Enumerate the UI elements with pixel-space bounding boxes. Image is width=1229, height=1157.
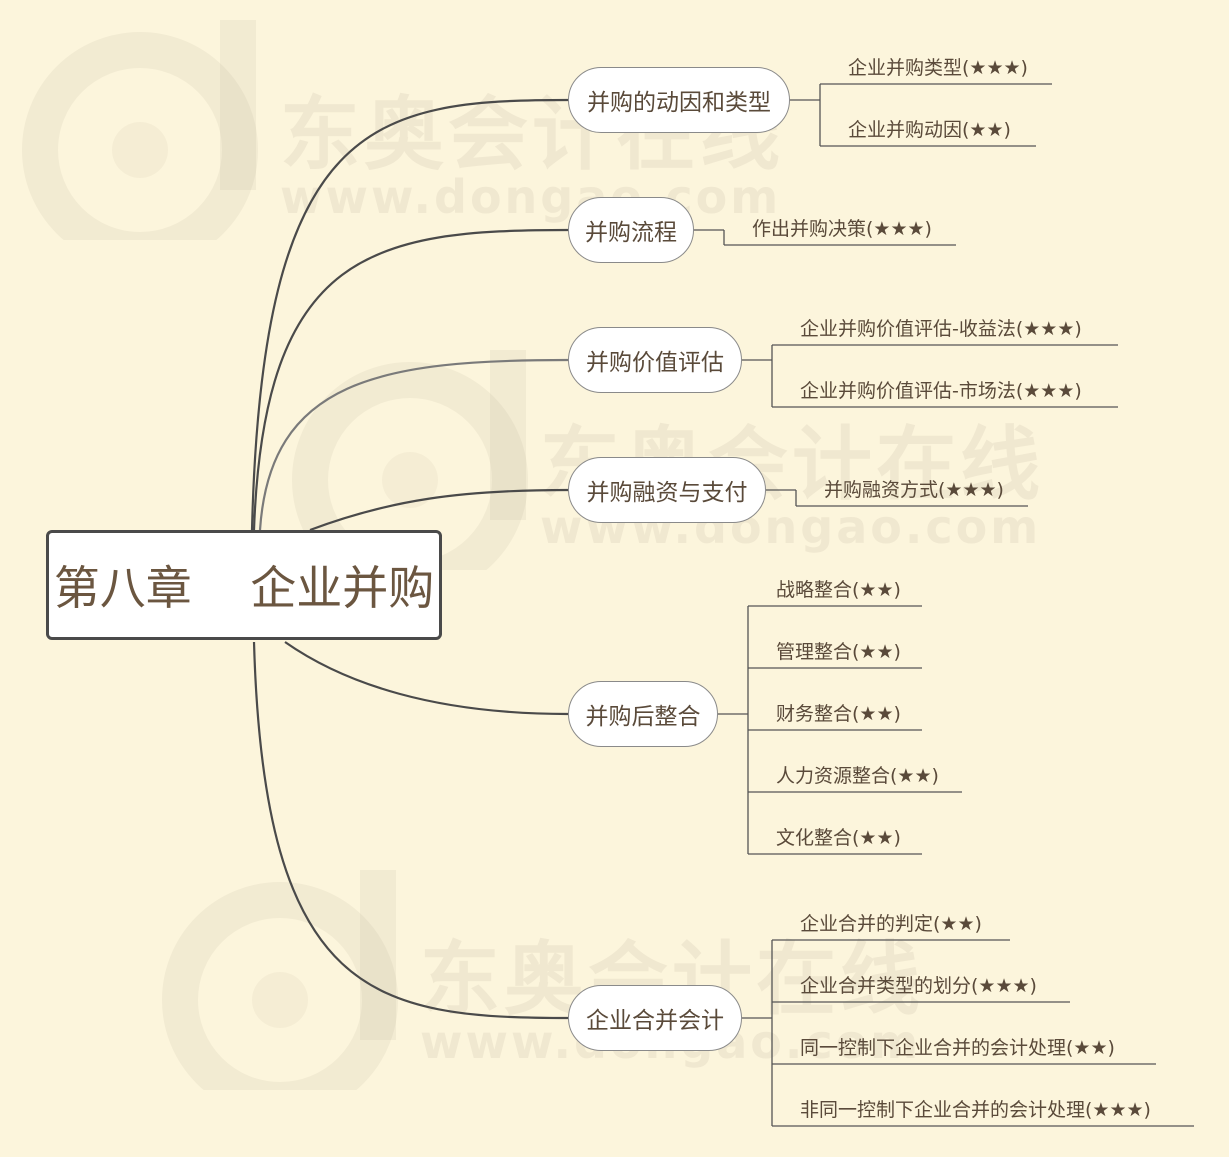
branch-topic: 企业合并会计 xyxy=(568,985,742,1051)
leaf-topic: 文化整合(★★) xyxy=(776,827,901,849)
leaf-topic: 企业并购动因(★★) xyxy=(848,119,1011,141)
leaf-topic: 同一控制下企业合并的会计处理(★★) xyxy=(800,1037,1115,1059)
leaf-topic: 企业并购价值评估-市场法(★★★) xyxy=(800,380,1082,402)
branch-topic: 并购流程 xyxy=(568,197,694,263)
root-topic: 第八章 企业并购 xyxy=(46,530,442,640)
leaf-topic: 企业合并的判定(★★) xyxy=(800,913,982,935)
branch-topic: 并购的动因和类型 xyxy=(568,67,790,133)
watermark-logo-3 xyxy=(162,870,398,1090)
watermark-logo-1 xyxy=(22,20,258,240)
leaf-topic: 管理整合(★★) xyxy=(776,641,901,663)
leaf-topic: 并购融资方式(★★★) xyxy=(824,479,1004,501)
branch-topic: 并购融资与支付 xyxy=(568,457,766,523)
leaf-topic: 财务整合(★★) xyxy=(776,703,901,725)
connector-line xyxy=(258,358,569,531)
leaf-topic: 作出并购决策(★★★) xyxy=(752,218,932,240)
leaf-topic: 企业并购价值评估-收益法(★★★) xyxy=(800,318,1082,340)
connector-line xyxy=(250,98,569,531)
connector-line xyxy=(284,641,569,716)
connector-line xyxy=(252,641,569,1020)
leaf-topic: 人力资源整合(★★) xyxy=(776,765,939,787)
leaf-topic: 企业并购类型(★★★) xyxy=(848,57,1028,79)
connector-line xyxy=(252,228,569,531)
branch-topic: 并购后整合 xyxy=(568,681,718,747)
branch-topic: 并购价值评估 xyxy=(568,327,742,393)
connector-line xyxy=(309,488,569,532)
leaf-topic: 非同一控制下企业合并的会计处理(★★★) xyxy=(800,1099,1151,1121)
leaf-topic: 企业合并类型的划分(★★★) xyxy=(800,975,1037,997)
leaf-topic: 战略整合(★★) xyxy=(776,579,901,601)
